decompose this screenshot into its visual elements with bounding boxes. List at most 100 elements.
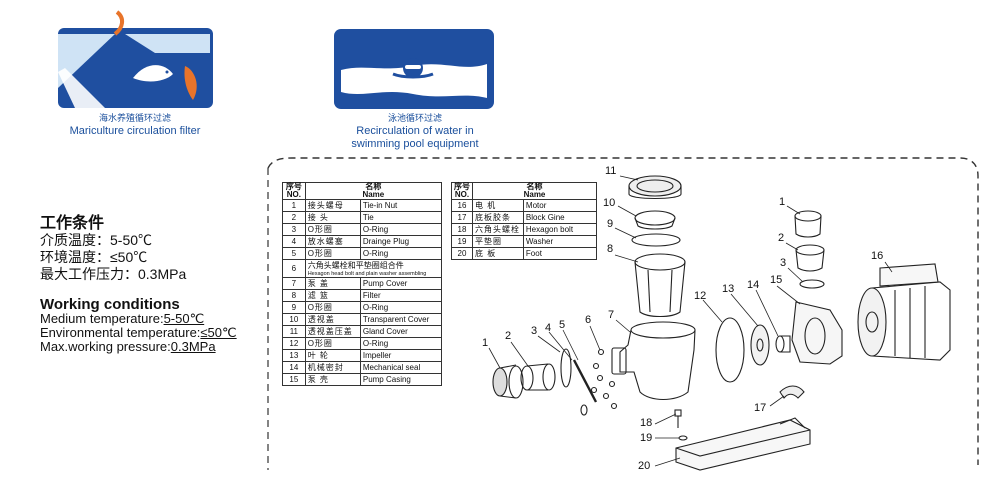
header-no-en: NO. — [286, 190, 301, 199]
conditions-en-line: Environmental temperature:≤50℃ — [40, 326, 237, 340]
part-name-en: Hexagon head bolt and plain washer assem… — [307, 271, 427, 277]
conditions-en-label: Environmental temperature: — [40, 325, 201, 340]
mariculture-caption-cn: 海水养殖循环过滤 — [98, 113, 171, 123]
conditions-en-title: Working conditions — [40, 296, 180, 313]
header-no-cn: 序号 — [285, 182, 302, 191]
swimming-pool-caption-en-2: swimming pool equipment — [351, 138, 479, 150]
mechanical-seal-part — [775, 335, 791, 353]
leader-lines — [488, 175, 893, 467]
callout-6: 6 — [585, 314, 592, 326]
callout-19: 19 — [640, 432, 653, 444]
conditions-cn-line: 环境温度：≤50℃ — [40, 249, 148, 265]
swimming-pool-logo-graphic — [334, 29, 494, 109]
swimming-pool-logo — [333, 28, 495, 110]
conditions-en-value: 5-50℃ — [163, 311, 205, 326]
conditions-cn-line: 最大工作压力：0.3MPa — [40, 266, 187, 282]
o-ring-part — [715, 317, 745, 383]
callout-3-right: 3 — [780, 257, 787, 269]
callout-18: 18 — [640, 417, 653, 429]
callout-13: 13 — [722, 283, 735, 295]
callout-11: 11 — [605, 165, 617, 177]
o-ring-part — [580, 404, 588, 416]
conditions-en-label: Max.working pressure: — [40, 339, 171, 354]
conditions-en-label: Medium temperature: — [40, 311, 164, 326]
hexagon-bolt-part — [674, 409, 682, 428]
callout-8: 8 — [607, 243, 614, 255]
swimming-pool-caption-en-1: Recirculation of water in — [356, 125, 474, 137]
conditions-cn: 工作条件 介质温度：5-50℃ 环境温度：≤50℃ 最大工作压力：0.3MPa — [40, 215, 186, 283]
tie-part — [795, 244, 825, 272]
impeller-part — [750, 324, 770, 366]
part-name-en: Foot — [522, 247, 598, 260]
part-name-cn: O形圈 — [304, 337, 361, 350]
conditions-en-line: Max.working pressure:0.3MPa — [40, 340, 237, 354]
callout-9: 9 — [607, 218, 614, 230]
part-name-cn: 底 板 — [472, 247, 524, 260]
conditions-cn-title: 工作条件 — [40, 215, 105, 232]
swimming-pool-caption-cn: 泳池循环过滤 — [387, 113, 442, 123]
mariculture-caption: 海水养殖循环过滤 Mariculture circulation filter — [45, 112, 225, 138]
o-ring-part — [560, 348, 572, 388]
conditions-en-value: 0.3MPa — [170, 339, 216, 354]
pump-cover-part — [611, 321, 696, 401]
transparent-cover-part — [634, 210, 676, 230]
pump-casing-part — [791, 301, 843, 365]
washer-part — [678, 435, 688, 441]
callout-16: 16 — [871, 250, 884, 262]
tie-part — [520, 363, 556, 391]
tie-in-nut-part — [492, 364, 524, 399]
header-no-cn: 序号 — [454, 182, 470, 191]
header-no-en: NO. — [454, 190, 470, 199]
callout-7: 7 — [608, 309, 615, 321]
motor-part — [857, 263, 951, 361]
o-ring-part — [799, 279, 825, 289]
swimming-pool-caption: 泳池循环过滤 Recirculation of water in swimmin… — [330, 112, 500, 151]
callout-5: 5 — [559, 319, 566, 331]
callout-1: 1 — [482, 337, 489, 349]
callout-17: 17 — [754, 402, 767, 414]
header-name-en: Name — [523, 190, 546, 199]
o-ring-part — [631, 233, 681, 247]
part-name-cn: 六角头螺栓和平垫圈组合件 — [307, 261, 404, 270]
callout-2: 2 — [505, 330, 512, 342]
mariculture-logo-graphic — [58, 10, 213, 108]
callout-12: 12 — [694, 290, 707, 302]
callout-2-right: 2 — [778, 232, 785, 244]
foot-part — [675, 417, 811, 471]
conditions-cn-line: 介质温度：5-50℃ — [40, 232, 153, 248]
tie-in-nut-part — [794, 210, 822, 238]
part-name-en: O-Ring — [359, 223, 443, 236]
filter-basket-part — [634, 253, 686, 318]
header-name-en: Name — [362, 190, 385, 199]
conditions-en-line: Medium temperature:5-50℃ — [40, 312, 237, 326]
callout-1-right: 1 — [779, 196, 786, 208]
callout-14: 14 — [747, 279, 760, 291]
drain-plug-part — [572, 359, 598, 403]
callout-3: 3 — [531, 325, 538, 337]
callout-4: 4 — [545, 322, 552, 334]
callout-10: 10 — [603, 197, 616, 209]
callout-15: 15 — [770, 274, 783, 286]
part-name-cn: 泵 壳 — [304, 373, 361, 386]
header-name-cn: 名称 — [526, 182, 543, 191]
hexagon-bolt-assembly — [590, 348, 618, 410]
conditions-en: Working conditions Medium temperature:5-… — [40, 296, 237, 354]
mariculture-logo — [55, 8, 215, 110]
part-name-en: Pump Casing — [359, 373, 443, 386]
gland-cover-part — [628, 175, 682, 200]
part-number: 20 — [451, 247, 473, 260]
mariculture-caption-en: Mariculture circulation filter — [69, 125, 201, 137]
callout-20: 20 — [638, 460, 651, 472]
header-name-cn: 名称 — [365, 182, 382, 191]
